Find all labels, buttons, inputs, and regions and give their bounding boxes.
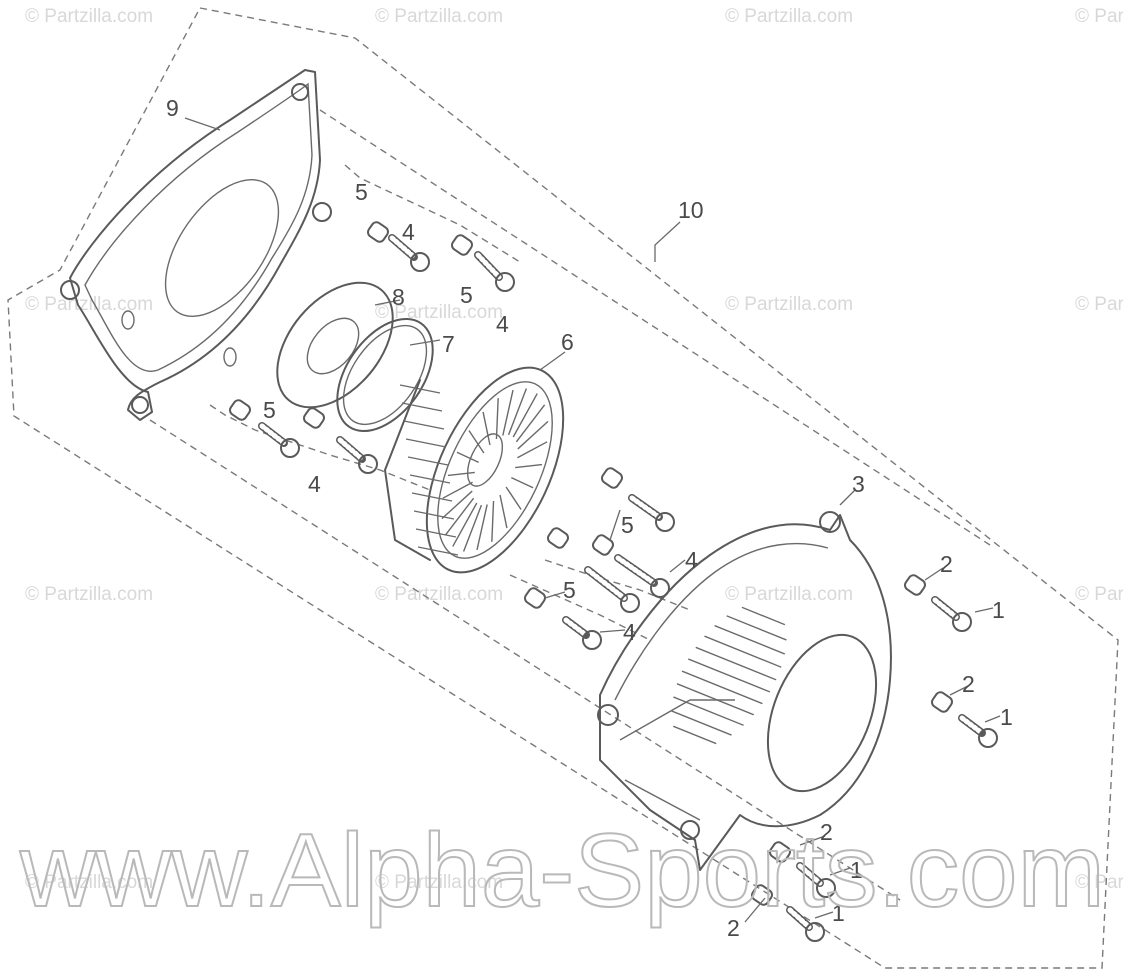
callout-4: 4 [623, 619, 636, 645]
callout-5: 5 [460, 282, 473, 308]
callout-1: 1 [850, 857, 863, 883]
callout-2: 2 [820, 819, 833, 845]
bolt-and-collar [592, 534, 670, 598]
callout-2: 2 [727, 915, 740, 941]
watermark: © Partzilla.com [375, 6, 503, 27]
alpha-sports-watermark: www.Alpha-Sports.com [19, 813, 1105, 929]
watermark: © Partzilla.com [1075, 6, 1123, 27]
callout-3: 3 [852, 471, 865, 497]
watermark: © Partzilla.com [725, 6, 853, 27]
leader-lines [184, 117, 1001, 923]
callout-1: 1 [992, 597, 1005, 623]
callout-8: 8 [392, 284, 405, 310]
callout-5: 5 [563, 577, 576, 603]
callout-4: 4 [308, 471, 321, 497]
watermark: © Partzilla.com [1075, 584, 1123, 605]
bolt-and-collar [769, 841, 836, 898]
bolt-and-collar [367, 221, 430, 272]
callout-5: 5 [263, 397, 276, 423]
partzilla-watermarks: © Partzilla.com © Partzilla.com © Partzi… [25, 6, 1123, 893]
watermark: © Partzilla.com [25, 584, 153, 605]
callout-4: 4 [496, 311, 509, 337]
watermark: © Partzilla.com [1075, 294, 1123, 315]
bolt-and-collar [524, 587, 602, 650]
callout-10: 10 [678, 197, 704, 223]
callout-4: 4 [402, 219, 415, 245]
callout-9: 9 [166, 95, 179, 121]
watermark: © Partzilla.com [725, 584, 853, 605]
callout-6: 6 [561, 329, 574, 355]
watermark: © Partzilla.com [725, 294, 853, 315]
watermark: © Partzilla.com [375, 302, 503, 323]
watermark: © Partzilla.com [375, 584, 503, 605]
watermark: © Partzilla.com [25, 294, 153, 315]
bolt-and-collar [451, 234, 515, 292]
callout-2: 2 [940, 551, 953, 577]
callout-4: 4 [685, 547, 698, 573]
watermark: © Partzilla.com [375, 872, 503, 893]
callout-1: 1 [1000, 704, 1013, 730]
bolt-and-collar [931, 691, 998, 748]
fastener-group-boxes [149, 109, 991, 901]
bolt-and-collar [303, 407, 378, 474]
watermark: © Partzilla.com [25, 872, 153, 893]
callout-7: 7 [442, 331, 455, 357]
callouts: 9 10 5 4 5 4 8 7 6 5 4 3 5 4 5 4 2 1 2 1… [166, 95, 1013, 941]
bolt-and-collar [751, 884, 825, 942]
bolt-and-collar [229, 399, 300, 458]
part-3-fan-shroud [597, 511, 892, 871]
watermark: © Partzilla.com [25, 6, 153, 27]
part-6-cooling-fan [384, 366, 565, 574]
bolt-and-collar [547, 527, 640, 613]
part-8-flange-plate [276, 281, 394, 409]
callout-1: 1 [832, 900, 845, 926]
callout-2: 2 [962, 671, 975, 697]
watermark: © Partzilla.com [1075, 872, 1123, 893]
part-9-back-cover [60, 69, 332, 421]
bolt-and-collar [601, 467, 675, 532]
part-7-o-ring [336, 317, 434, 433]
bolt-and-collar [904, 574, 972, 632]
fasteners [229, 221, 998, 942]
callout-5: 5 [621, 512, 634, 538]
callout-5: 5 [355, 179, 368, 205]
assembly-boundary [7, 7, 1119, 969]
